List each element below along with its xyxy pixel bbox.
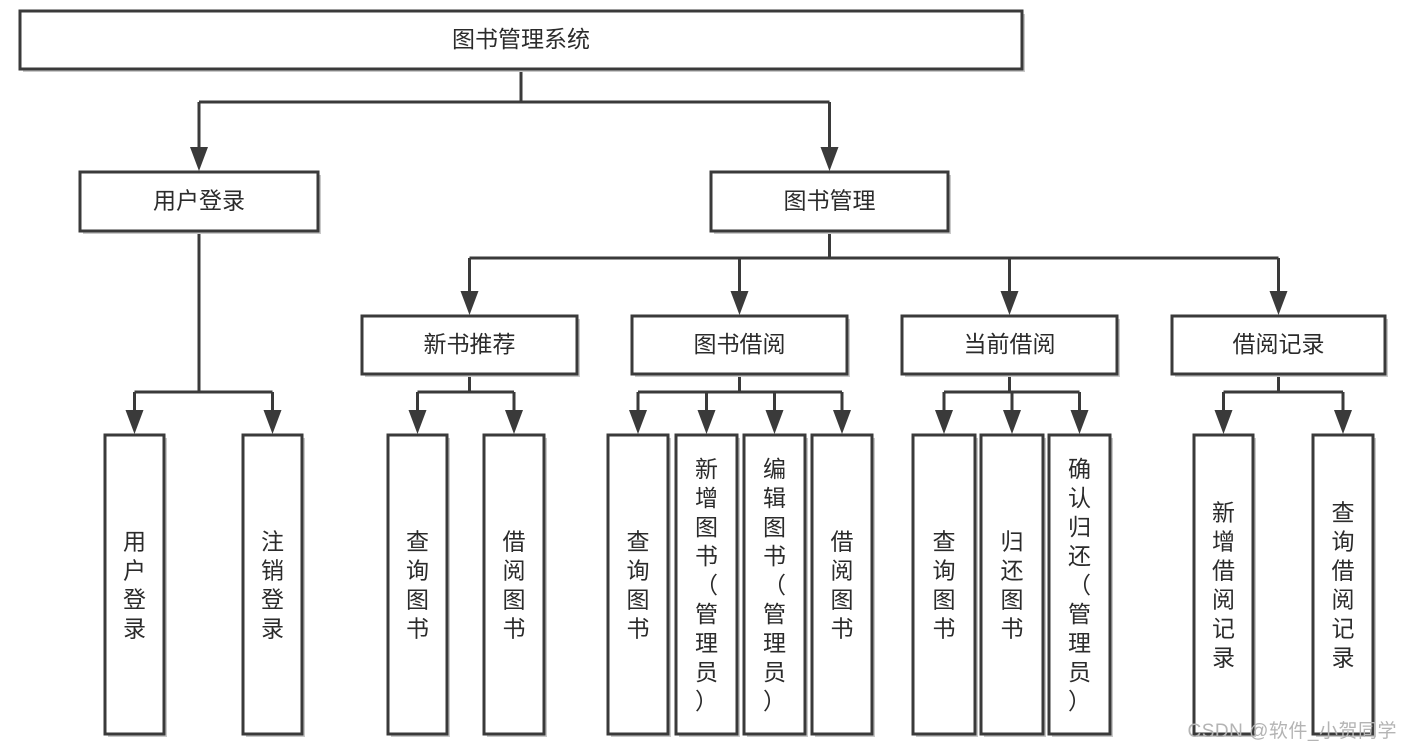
node-label: 当前借阅 [964,331,1056,357]
connector-group [460,231,1288,315]
node-current-borrow[interactable]: 当前借阅 [900,314,1120,377]
arrow-head-icon [1269,291,1288,315]
node-leaf-query-borrow-record[interactable]: 查询借阅记录 [1311,433,1376,737]
arrow-head-icon [1000,291,1019,315]
connector-group [935,374,1089,434]
node-leaf-confirm-return[interactable]: 确认归还（管理员） [1047,433,1113,737]
arrow-head-icon [765,410,784,434]
arrow-head-icon [125,410,144,434]
node-leaf-user-login[interactable]: 用户登录 [103,433,167,737]
connector-group [1214,374,1352,434]
nodes-layer: 图书管理系统用户登录图书管理新书推荐图书借阅当前借阅借阅记录用户登录注销登录查询… [18,9,1388,737]
node-leaf-borrow-book-2[interactable]: 借阅图书 [810,433,875,737]
connector-group [125,231,282,434]
arrow-head-icon [460,291,479,315]
arrow-head-icon [697,410,716,434]
node-label: 查询借阅记录 [1332,500,1355,671]
arrow-head-icon [730,291,749,315]
node-leaf-user-logout[interactable]: 注销登录 [241,433,305,737]
node-leaf-return-book[interactable]: 归还图书 [979,433,1046,737]
node-label: 编辑图书（管理员） [763,456,786,714]
node-borrow-record[interactable]: 借阅记录 [1170,314,1388,377]
node-label: 借阅图书 [831,529,854,642]
node-label: 用户登录 [153,188,245,214]
node-leaf-add-borrow-record[interactable]: 新增借阅记录 [1192,433,1256,737]
connector-group [629,374,851,434]
arrow-head-icon [1214,410,1233,434]
arrow-head-icon [1334,410,1352,434]
node-label: 查询图书 [406,529,429,642]
connector-group [408,374,523,434]
node-label: 新增借阅记录 [1212,500,1235,671]
node-user-login[interactable]: 用户登录 [78,170,321,234]
arrow-head-icon [1070,410,1089,434]
arrow-head-icon [935,410,953,434]
arrow-head-icon [190,147,208,171]
connector-group [190,69,839,171]
arrow-head-icon [820,147,839,171]
node-label: 图书借阅 [694,331,786,357]
node-leaf-query-book-2[interactable]: 查询图书 [606,433,671,737]
node-label: 新书推荐 [424,331,516,357]
node-new-book-recommend[interactable]: 新书推荐 [360,314,580,377]
node-leaf-query-book-3[interactable]: 查询图书 [911,433,978,737]
connectors-layer [125,69,1352,434]
node-label: 新增图书（管理员） [695,456,718,714]
node-label: 借阅图书 [503,529,526,642]
arrow-head-icon [1003,410,1021,434]
node-label: 图书管理 [784,188,876,214]
node-label: 注销登录 [261,529,284,642]
arrow-head-icon [263,410,282,434]
arrow-head-icon [629,410,647,434]
node-label: 查询图书 [933,529,956,642]
node-leaf-borrow-book-1[interactable]: 借阅图书 [482,433,547,737]
arrow-head-icon [505,410,523,434]
node-label: 图书管理系统 [452,26,590,52]
watermark-text: CSDN @软件_小贺同学 [1187,721,1397,742]
node-book-borrow[interactable]: 图书借阅 [630,314,850,377]
arrow-head-icon [408,410,427,434]
node-leaf-add-book[interactable]: 新增图书（管理员） [674,433,740,737]
node-label: 用户登录 [123,529,146,642]
node-leaf-edit-book[interactable]: 编辑图书（管理员） [742,433,808,737]
node-book-management[interactable]: 图书管理 [709,170,951,234]
arrow-head-icon [833,410,851,434]
node-root[interactable]: 图书管理系统 [18,9,1025,72]
node-label: 确认归还（管理员） [1068,456,1091,714]
node-label: 查询图书 [627,529,650,642]
node-leaf-query-book-1[interactable]: 查询图书 [386,433,450,737]
node-label: 借阅记录 [1233,331,1325,357]
node-label: 归还图书 [1001,529,1024,642]
